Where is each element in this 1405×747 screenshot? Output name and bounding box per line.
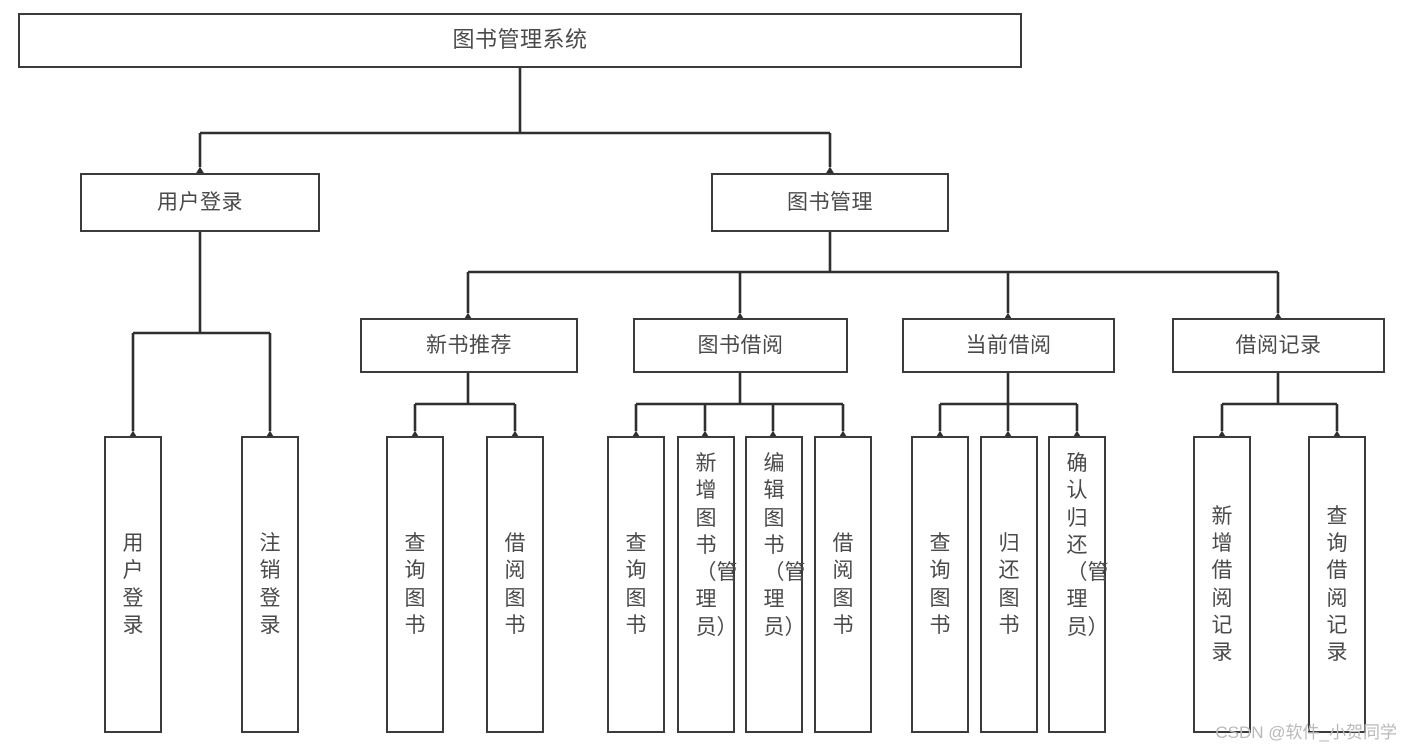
leaf-add-book-admin-label: 新增图书（管理员） <box>695 452 738 639</box>
node-book-management-label: 图书管理 <box>787 190 873 214</box>
leaf-confirm-return-admin-label: 确认归还（管理员） <box>1066 452 1109 639</box>
leaf-logout[interactable]: 注销登录 <box>241 436 299 733</box>
node-user-login[interactable]: 用户登录 <box>80 173 320 232</box>
node-root-label: 图书管理系统 <box>452 27 588 53</box>
leaf-add-borrow-record-label: 新增借阅记录 <box>1211 504 1233 665</box>
node-book-borrow-label: 图书借阅 <box>697 333 784 357</box>
csdn-watermark: CSDN @软件_小贺同学 <box>1215 723 1397 742</box>
leaf-query-book-newbook[interactable]: 查询图书 <box>386 436 444 733</box>
node-current-borrow[interactable]: 当前借阅 <box>902 318 1115 373</box>
node-new-book-recommend-label: 新书推荐 <box>426 333 512 357</box>
leaf-query-borrow-record-label: 查询借阅记录 <box>1326 504 1348 665</box>
leaf-query-book-newbook-label: 查询图书 <box>404 531 426 637</box>
leaf-return-book[interactable]: 归还图书 <box>980 436 1038 733</box>
leaf-borrow-book-newbook-label: 借阅图书 <box>504 531 526 637</box>
node-new-book-recommend[interactable]: 新书推荐 <box>360 318 578 373</box>
node-user-login-label: 用户登录 <box>157 190 243 214</box>
leaf-user-login-label: 用户登录 <box>122 531 144 637</box>
leaf-query-book-current[interactable]: 查询图书 <box>911 436 969 733</box>
node-borrow-records-label: 借阅记录 <box>1235 333 1322 357</box>
leaf-add-borrow-record[interactable]: 新增借阅记录 <box>1193 436 1251 733</box>
node-book-borrow[interactable]: 图书借阅 <box>633 318 848 373</box>
leaf-user-login[interactable]: 用户登录 <box>104 436 162 733</box>
node-root[interactable]: 图书管理系统 <box>18 13 1022 68</box>
leaf-query-borrow-record[interactable]: 查询借阅记录 <box>1308 436 1366 733</box>
leaf-query-book-borrow-label: 查询图书 <box>625 531 647 637</box>
node-book-management[interactable]: 图书管理 <box>711 173 949 232</box>
leaf-borrow-book-newbook[interactable]: 借阅图书 <box>486 436 544 733</box>
leaf-add-book-admin[interactable]: 新增图书（管理员） <box>677 436 738 733</box>
leaf-borrow-book-borrow-label: 借阅图书 <box>832 531 854 637</box>
leaf-edit-book-admin-label: 编辑图书（管理员） <box>763 452 806 639</box>
node-borrow-records[interactable]: 借阅记录 <box>1172 318 1385 373</box>
leaf-return-book-label: 归还图书 <box>998 531 1020 637</box>
leaf-edit-book-admin[interactable]: 编辑图书（管理员） <box>745 436 806 733</box>
leaf-query-book-borrow[interactable]: 查询图书 <box>607 436 665 733</box>
leaf-borrow-book-borrow[interactable]: 借阅图书 <box>814 436 872 733</box>
node-current-borrow-label: 当前借阅 <box>965 333 1052 357</box>
leaf-confirm-return-admin[interactable]: 确认归还（管理员） <box>1048 436 1109 733</box>
leaf-logout-label: 注销登录 <box>259 531 281 637</box>
leaf-query-book-current-label: 查询图书 <box>929 531 951 637</box>
